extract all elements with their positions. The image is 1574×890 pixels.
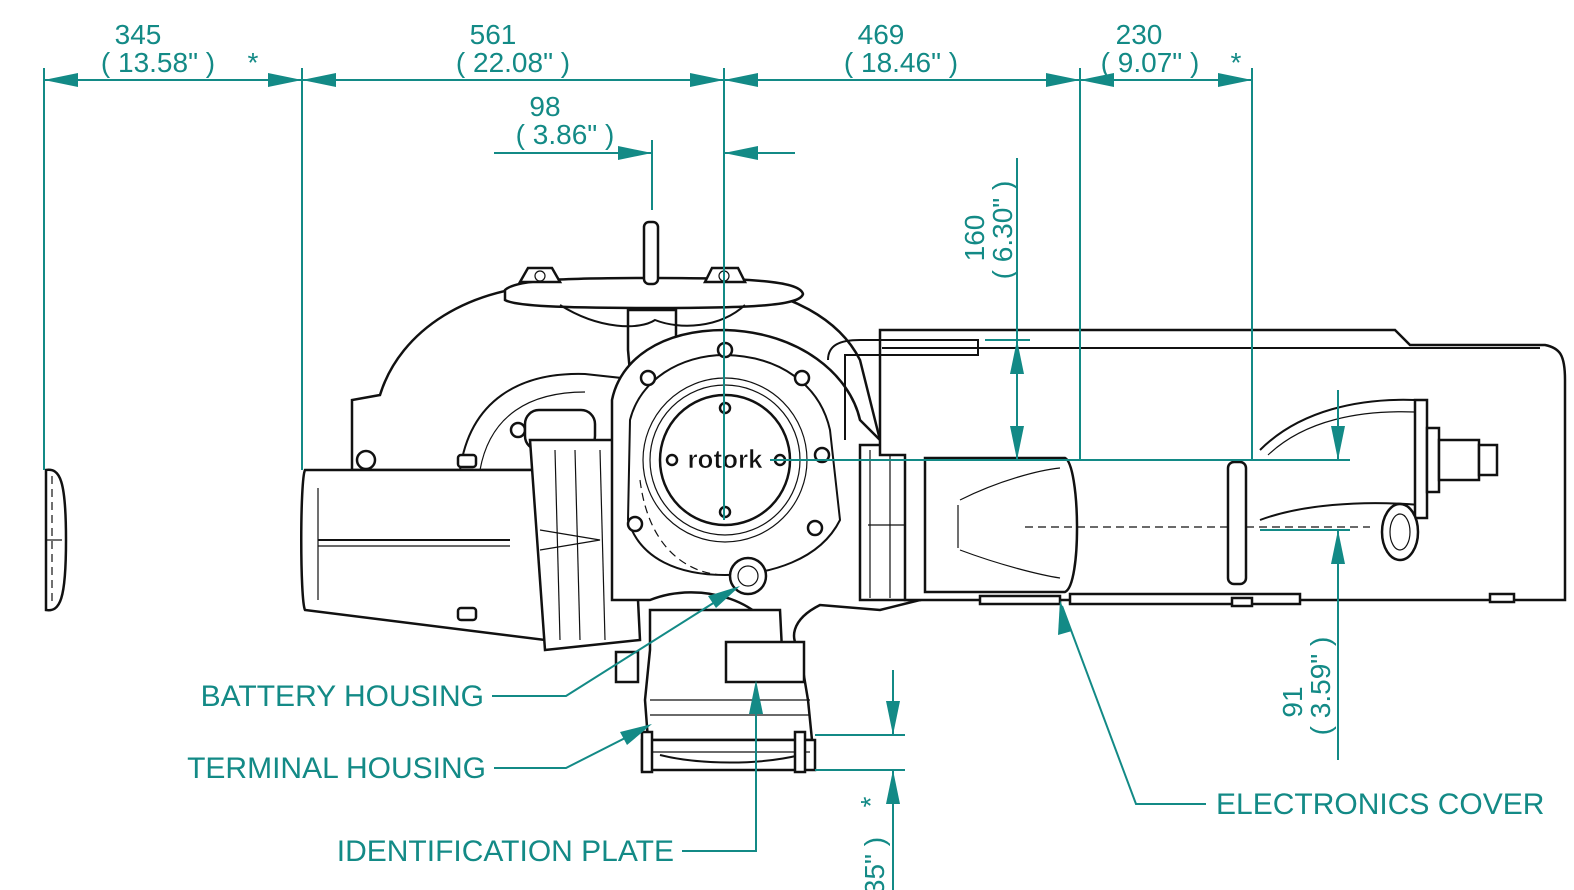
- dim-561-value: 561: [470, 19, 517, 50]
- dim-91-inch: ( 3.59" ): [1305, 637, 1336, 736]
- handwheel-edge-view: [44, 468, 68, 612]
- label-identification-plate: IDENTIFICATION PLATE: [337, 835, 674, 868]
- dim-230-value: 230: [1116, 19, 1163, 50]
- callouts: BATTERY HOUSING TERMINAL HOUSING IDENTIF…: [187, 586, 1544, 868]
- dimension-texts: 345 ( 13.58" ) * 561 ( 22.08" ) 469 ( 18…: [101, 19, 1336, 890]
- dim-bottom-inch: 35" ): [859, 837, 890, 890]
- label-electronics-cover: ELECTRONICS COVER: [1216, 788, 1544, 821]
- dim-469-inch: ( 18.46" ): [844, 47, 958, 78]
- dim-160-inch: ( 6.30" ): [987, 181, 1018, 280]
- dim-98-inch: ( 3.86" ): [516, 119, 615, 150]
- dimension-lines: [43, 68, 1350, 890]
- dim-345-mark: *: [248, 47, 259, 78]
- dim-230-mark: *: [1231, 47, 1242, 78]
- electronics-cover-shape: [827, 328, 1567, 608]
- battery-housing-shape: [728, 556, 768, 596]
- dim-bottom-mark: *: [855, 796, 886, 807]
- dim-561-inch: ( 22.08" ): [456, 47, 570, 78]
- dim-91-value: 91: [1277, 686, 1308, 717]
- dim-160-value: 160: [959, 215, 990, 262]
- label-terminal-housing: TERMINAL HOUSING: [187, 752, 486, 785]
- dim-98-value: 98: [529, 91, 560, 122]
- dim-345-inch: ( 13.58" ): [101, 47, 215, 78]
- central-body: rotork: [610, 328, 922, 652]
- rotork-logo: rotork: [687, 444, 763, 474]
- motor-housing: [300, 438, 642, 652]
- actuator-outline: rotork: [44, 220, 1567, 774]
- dim-345-value: 345: [115, 19, 162, 50]
- dim-469-value: 469: [858, 19, 905, 50]
- label-battery-housing: BATTERY HOUSING: [201, 680, 484, 713]
- dim-230-inch: ( 9.07" ): [1101, 47, 1200, 78]
